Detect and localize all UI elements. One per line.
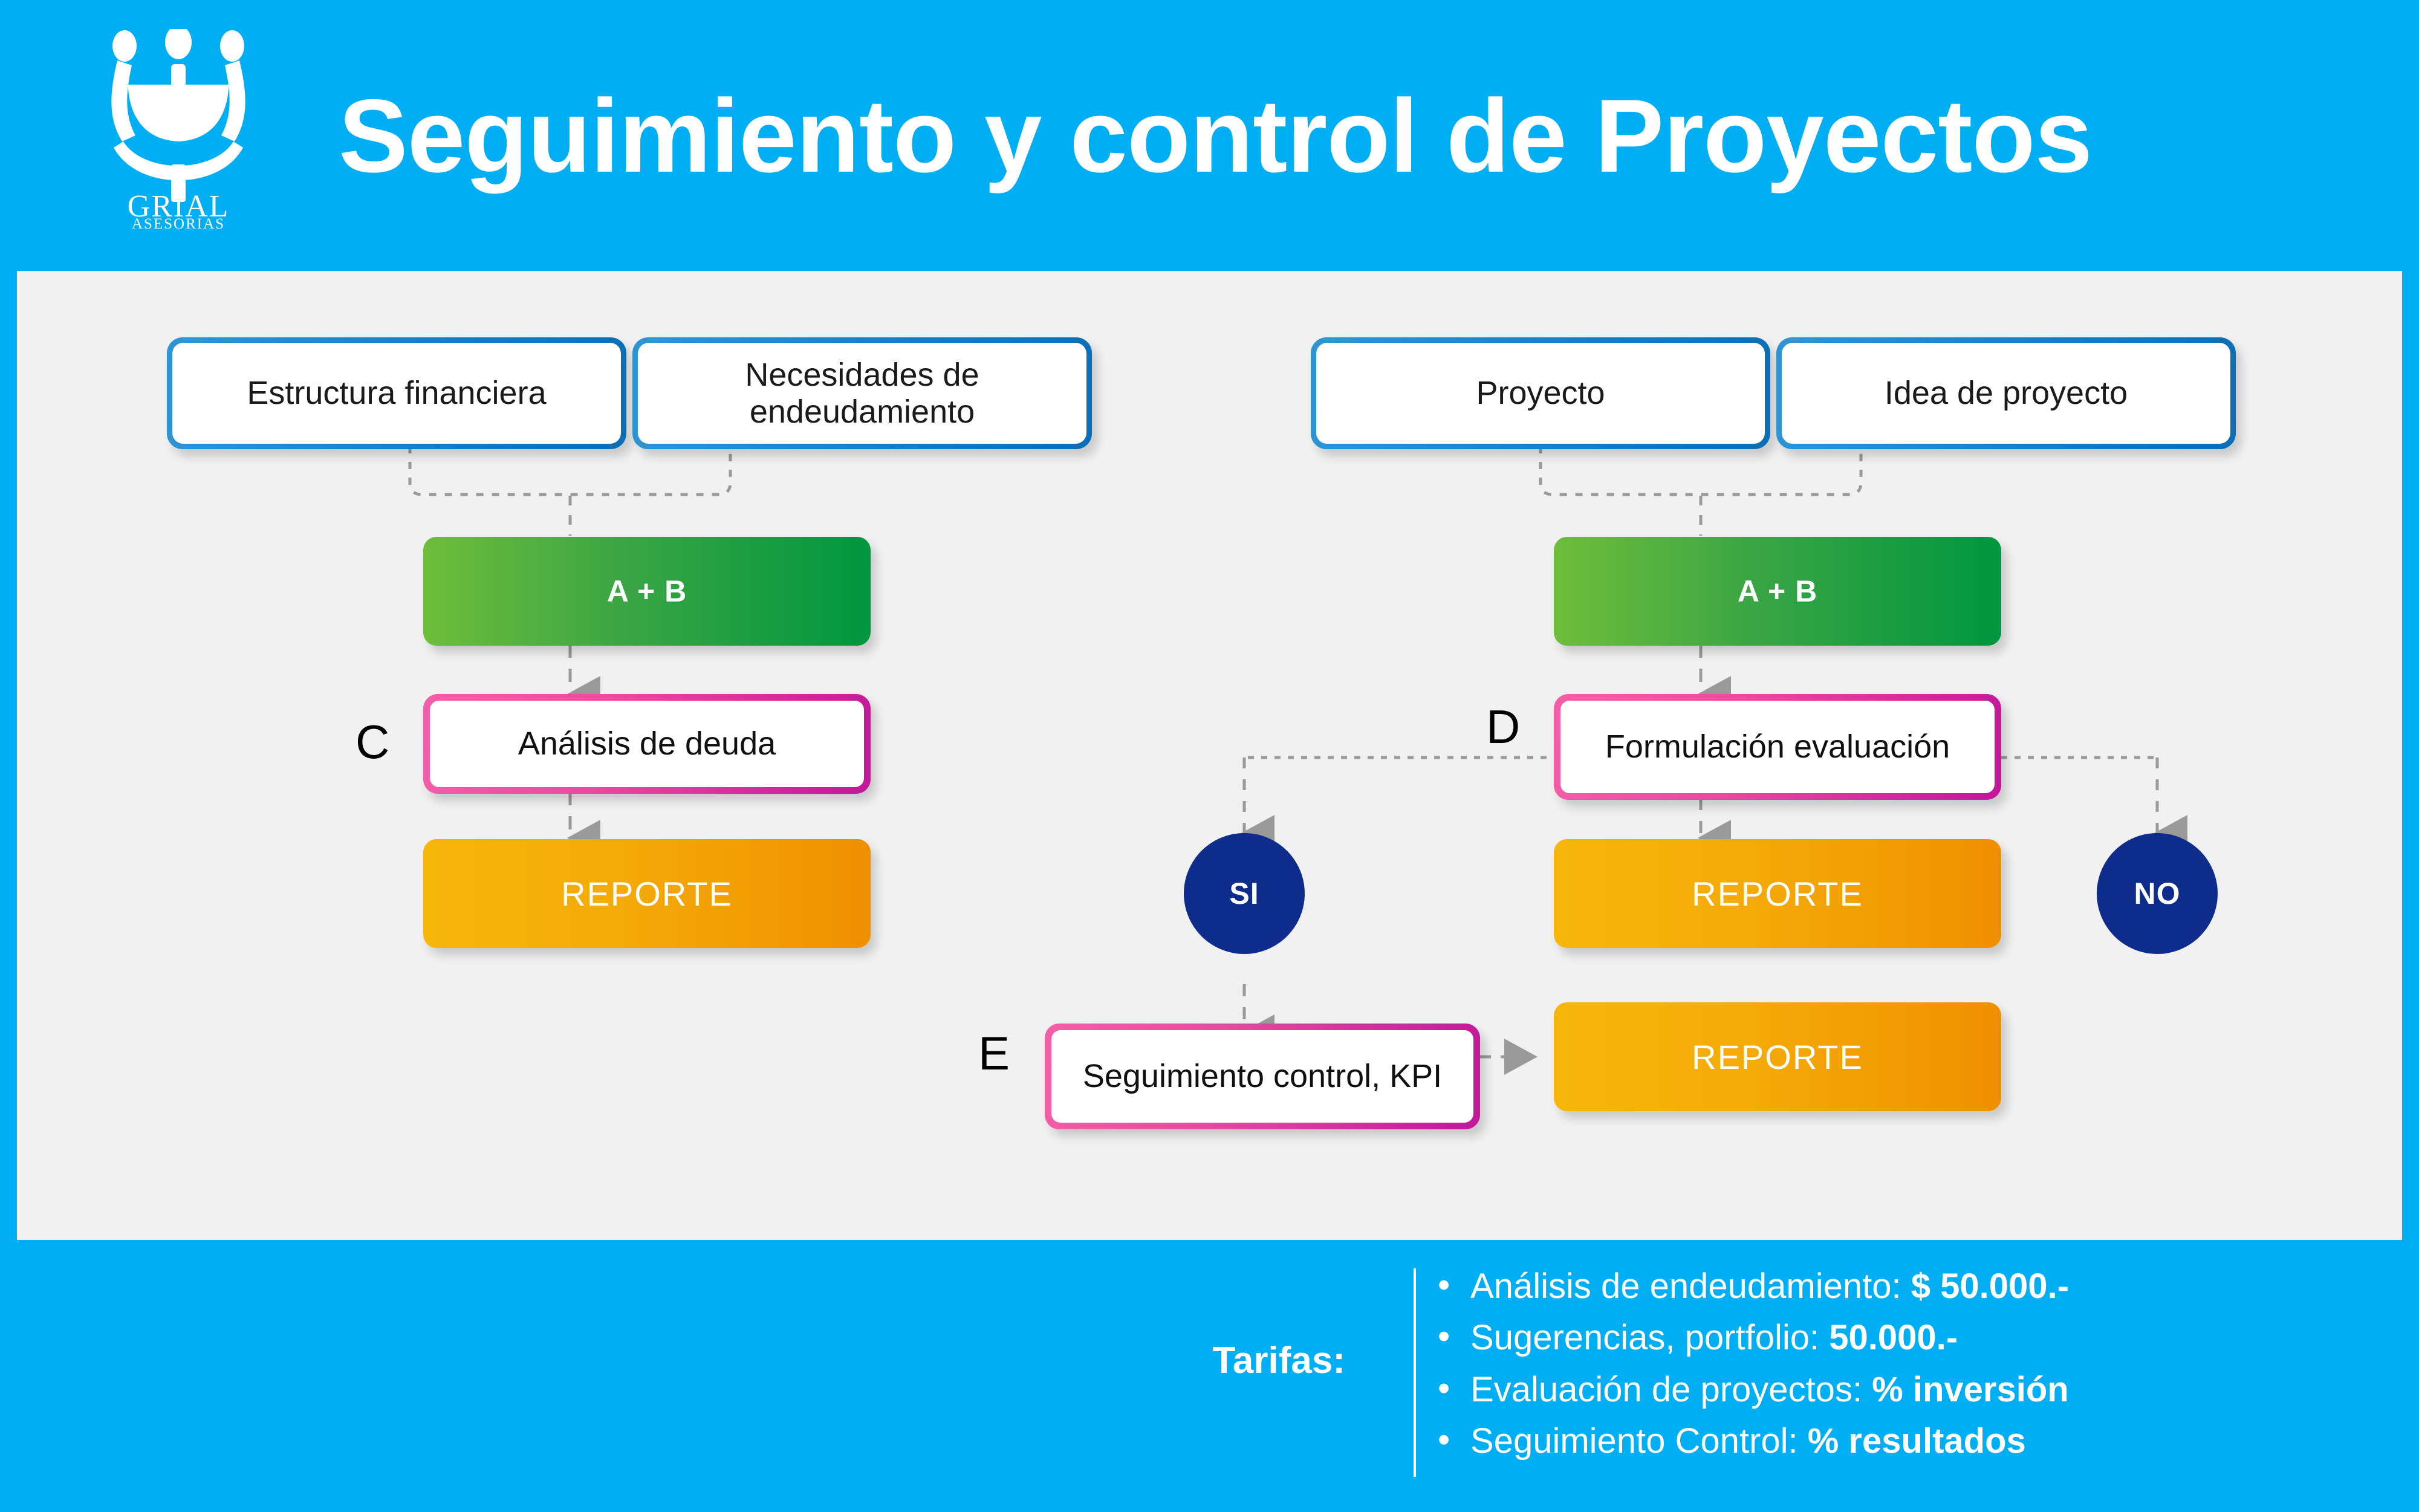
- node-label: Estructura financiera: [172, 343, 621, 444]
- node-reporte-left[interactable]: REPORTE: [423, 839, 871, 948]
- node-label: Seguimiento control, KPI: [1051, 1030, 1473, 1123]
- list-item: Análisis de endeudamiento: $ 50.000.-: [1438, 1259, 2393, 1312]
- node-label: Necesidades de endeudamiento: [638, 343, 1086, 444]
- list-item: Evaluación de proyectos: % inversión: [1438, 1362, 2393, 1415]
- diagram-canvas: Estructura financiera Necesidades de end…: [17, 271, 2402, 1240]
- tarifa-text: Análisis de endeudamiento:: [1470, 1267, 1911, 1306]
- node-label: Proyecto: [1316, 343, 1765, 444]
- node-combine-right[interactable]: A + B: [1554, 537, 2001, 646]
- logo-subwordmark: ASESORIAS: [132, 216, 225, 229]
- node-label: REPORTE: [1692, 1037, 1863, 1076]
- node-label: Análisis de deuda: [430, 701, 864, 787]
- tarifa-value: 50.000.-: [1829, 1318, 1958, 1358]
- decision-label: NO: [2134, 877, 2181, 910]
- node-label: Formulación evaluación: [1560, 701, 1995, 793]
- logo-wordmark: GRIAL: [128, 189, 230, 224]
- marker-c: C: [356, 715, 390, 768]
- tarifa-value: $ 50.000.-: [1911, 1267, 2069, 1306]
- header-bar: GRIAL ASESORIAS Seguimiento y control de…: [0, 0, 2419, 269]
- node-label: A + B: [606, 574, 687, 608]
- node-label: REPORTE: [1692, 874, 1863, 913]
- tarifa-text: Sugerencias, portfolio:: [1470, 1318, 1830, 1358]
- list-item: Seguimiento Control: % resultados: [1438, 1414, 2393, 1467]
- tarifa-value: % inversión: [1872, 1369, 2069, 1409]
- node-seguimiento-control-kpi[interactable]: Seguimiento control, KPI: [1045, 1024, 1480, 1129]
- tarifa-text: Evaluación de proyectos:: [1470, 1369, 1872, 1409]
- node-label: Idea de proyecto: [1782, 343, 2230, 444]
- marker-e: E: [978, 1027, 1010, 1080]
- tarifa-text: Seguimiento Control:: [1470, 1421, 1808, 1461]
- node-combine-left[interactable]: A + B: [423, 537, 871, 646]
- node-estructura-financiera[interactable]: Estructura financiera: [167, 337, 626, 449]
- node-label: A + B: [1737, 574, 1818, 608]
- node-reporte-right[interactable]: REPORTE: [1554, 839, 2001, 948]
- node-reporte-followup[interactable]: REPORTE: [1554, 1002, 2001, 1111]
- list-item: Sugerencias, portfolio: 50.000.-: [1438, 1311, 2393, 1363]
- node-proyecto[interactable]: Proyecto: [1311, 337, 1770, 449]
- tarifa-value: % resultados: [1807, 1421, 2026, 1461]
- node-formulacion-evaluacion[interactable]: Formulación evaluación: [1554, 694, 2001, 800]
- tarifas-label: Tarifas:: [1212, 1340, 1345, 1381]
- node-analisis-de-deuda[interactable]: Análisis de deuda: [423, 694, 871, 794]
- page-title: Seguimiento y control de Proyectos: [339, 78, 2093, 194]
- tarifas-list: Análisis de endeudamiento: $ 50.000.- Su…: [1438, 1259, 2393, 1467]
- node-necesidades-endeudamiento[interactable]: Necesidades de endeudamiento: [632, 337, 1092, 449]
- node-label: REPORTE: [561, 874, 733, 913]
- decision-no[interactable]: NO: [2097, 833, 2218, 954]
- marker-d: D: [1486, 700, 1521, 753]
- decision-si[interactable]: SI: [1184, 833, 1305, 954]
- tarifas-divider: [1414, 1268, 1416, 1477]
- decision-label: SI: [1229, 877, 1259, 910]
- node-idea-de-proyecto[interactable]: Idea de proyecto: [1776, 337, 2236, 449]
- grial-chalice-logo: GRIAL ASESORIAS: [91, 29, 266, 229]
